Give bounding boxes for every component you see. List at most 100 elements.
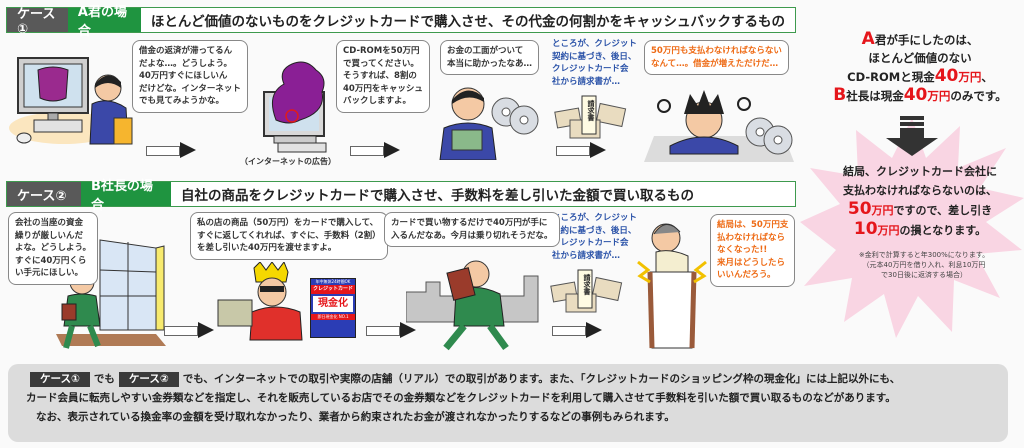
bubble-line: 結局は、50万円支	[717, 220, 789, 230]
case-b-bubble-2: 私の店の商品（50万円）をカードで購入して、 すぐに返してくれれば、すぐに、手数…	[190, 212, 388, 260]
bubble-line: 繰りが厳しいんだ	[15, 230, 84, 241]
bubble-line: いいんだろう。	[717, 270, 776, 280]
invoice-label: 請求書	[587, 100, 595, 121]
bubble-line: そうすれば、8割の	[343, 71, 417, 81]
narration-line: 社から請求書が…	[552, 76, 621, 87]
narration-line: ところが、クレジット	[552, 39, 637, 49]
down-arrow-icon	[886, 116, 938, 156]
invoice-label: 請求書	[583, 274, 591, 295]
flow-arrow	[366, 322, 418, 338]
case-a-bubble-1: 借金の返済が滞ってるん だよな…。どうしよう。 40万円すぐにほしいん だけどな…	[132, 40, 248, 113]
bubble-line: お金の工面がついて	[447, 46, 524, 56]
case-a-header: ケース① A君の場合 ほとんど価値のないものをクレジットカードで購入させ、その代…	[6, 5, 796, 39]
bubble-line: 入るんだなあ。今月は乗り切れそうだな。	[391, 230, 553, 241]
footer-tag-case-2: ケース②	[118, 372, 179, 387]
internet-ad-monster-illustration	[263, 61, 327, 153]
interest-note: ※金利で計算すると年300%になります。 （元本40万円を借り入れ、利息10万円…	[836, 250, 1012, 280]
pink-burst-background	[800, 118, 1024, 338]
summary-bottom: 結局、クレジットカード会社に 支払わなければならないのは、 50万円ですので、差…	[822, 162, 1018, 240]
bubble-line: なんて…。借金が増えただけだ…	[651, 58, 779, 69]
footer-text: でも	[93, 373, 115, 385]
note-line: （元本40万円を借り入れ、利息10万円	[862, 261, 986, 269]
bubble-line: CD-ROMを50万円	[343, 46, 420, 56]
bubble-line: 借金の返済が滞ってるん	[139, 46, 233, 56]
narration-line: ところが、クレジット	[552, 213, 637, 223]
bubble-line: で買ってください。	[343, 58, 419, 69]
note-line: ※金利で計算すると年300%になります。	[858, 251, 990, 259]
sign-brand: クレジットカード	[311, 285, 355, 294]
bubble-line: 本当に助かったなあ…	[447, 58, 533, 69]
invoice-pile-illustration	[550, 269, 623, 313]
happy-person-with-money-illustration	[439, 87, 539, 160]
flow-arrow	[556, 142, 608, 158]
footer-text: でも、インターネットでの取引や実際の店舗（リアル）での取引があります。また、「ク…	[182, 373, 901, 385]
ad-caption: （インターネットの広告）	[240, 157, 336, 166]
summary-text: の損となります。	[899, 224, 987, 237]
bubble-line: 私の店の商品（50万円）をカードで購入して、	[197, 218, 379, 228]
bubble-line: でも見てみようかな。	[139, 96, 225, 106]
flow-arrow	[146, 142, 198, 158]
amount-unit: 万円	[958, 70, 982, 84]
case-b-bubble-1: 会社の当座の資金 繰りが厳しいんだ よな。どうしよう。 すぐに40万円くら い手…	[8, 212, 98, 285]
bubble-line: 会社の当座の資金	[15, 218, 84, 228]
summary-top-line-1: A君が手にしたのは、	[822, 30, 1018, 49]
sign-top: 年中無休24時間OK	[315, 279, 351, 284]
amount-unit: 万円	[871, 204, 894, 217]
summary-top-line-2: ほとんど価値のない	[868, 51, 972, 65]
case-a-who: A君の場合	[67, 5, 141, 39]
case-b-description: 自社の商品をクレジットカードで購入させ、手数料を差し引いた金額で買い取るもの	[181, 188, 694, 204]
case-a-description: ほとんど価値のないものをクレジットカードで購入させ、その代金の何割かをキャッシュ…	[150, 14, 785, 30]
summary-top-line-3: CD-ROMと現金40万円、	[822, 67, 1018, 86]
narration-line: 社から請求書が…	[552, 250, 621, 261]
amount-unit: 万円	[927, 89, 951, 103]
summary-text: 君が手にしたのは、	[874, 33, 979, 47]
bubble-line: 来月はどうしたら	[717, 257, 786, 268]
bubble-line: 払わなければなら	[717, 232, 786, 243]
bubble-line: なくなった!!	[717, 245, 768, 255]
narration-line: 契約に基づき、後日、	[552, 225, 637, 236]
summary-bottom-line-2: 支払わなければならないのは、	[843, 184, 997, 197]
bubble-line: 40万円すぐにほしいん	[139, 71, 228, 81]
bubble-line: バックしますよ。	[343, 96, 412, 106]
flow-arrow	[164, 322, 216, 338]
person-at-computer-illustration	[9, 57, 133, 145]
despairing-person-illustration	[644, 90, 794, 162]
summary-top: A君が手にしたのは、 ほとんど価値のない CD-ROMと現金40万円、 B社長は…	[822, 30, 1018, 105]
flow-arrow	[350, 142, 402, 158]
bubble-line: い手元にほしい。	[15, 268, 84, 278]
summary-text: のみです。	[950, 89, 1007, 103]
bubble-line: だよな…。どうしよう。	[139, 58, 232, 69]
case-a-bubble-2: CD-ROMを50万円 で買ってください。 そうすれば、8割の 40万円をキャッ…	[336, 40, 430, 113]
footer-line-2: カード会員に転売しやすい金券類などを指定し、それを販売しているお店でその金券類な…	[26, 392, 896, 404]
case-a-narration: ところが、クレジット 契約に基づき、後日、 クレジットカード会 社から請求書が…	[552, 38, 637, 88]
crumbling-building-illustration	[637, 223, 707, 349]
bubble-line: だけどな。インターネット	[139, 83, 241, 94]
footer-line-3: なお、表示されている換金率の金額を受け取れなかったり、業者から約束されたお金が渡…	[36, 411, 675, 423]
bubble-line: 40万円をキャッシュ	[343, 83, 423, 94]
flow-arrow	[552, 322, 604, 338]
summary-text: CD-ROMと現金	[847, 70, 935, 84]
case-b-narration: ところが、クレジット 契約に基づき、後日、 クレジットカード会 社から請求書が…	[552, 212, 637, 262]
amount: 10	[853, 219, 878, 239]
case-a-bubble-3: お金の工面がついて 本当に助かったなあ…	[440, 40, 540, 75]
summary-text: 社長は現金	[846, 89, 904, 103]
cash-sign-board: 年中無休24時間OK クレジットカード 現金化 即日現金化 NO.1	[310, 278, 356, 338]
amount: 40	[934, 66, 959, 86]
b-letter: B	[833, 85, 847, 105]
sign-main: 現金化	[313, 296, 353, 312]
case-b-label: ケース②	[7, 182, 81, 206]
invoice-pile-illustration	[554, 95, 627, 139]
bubble-line: よな。どうしよう。	[15, 243, 91, 253]
bubble-line: カードで買い物するだけで40万円が手に	[391, 218, 548, 228]
sign-bottom: 即日現金化 NO.1	[311, 314, 355, 320]
case-b-bubble-4: 結局は、50万円支 払わなければなら なくなった!! 来月はどうしたら いいんだ…	[710, 214, 796, 287]
a-letter: A	[861, 29, 875, 49]
summary-top-line-4: B社長は現金40万円のみです。	[822, 86, 1018, 105]
narration-line: クレジットカード会	[552, 64, 629, 74]
summary-text: 、	[981, 70, 993, 84]
bubble-line: すぐに40万円くら	[15, 255, 87, 266]
case-a-label: ケース①	[7, 7, 68, 37]
footer-tag-case-1: ケース①	[30, 372, 90, 387]
bubble-line: を差し引いた40万円を渡せますよ。	[197, 243, 337, 253]
